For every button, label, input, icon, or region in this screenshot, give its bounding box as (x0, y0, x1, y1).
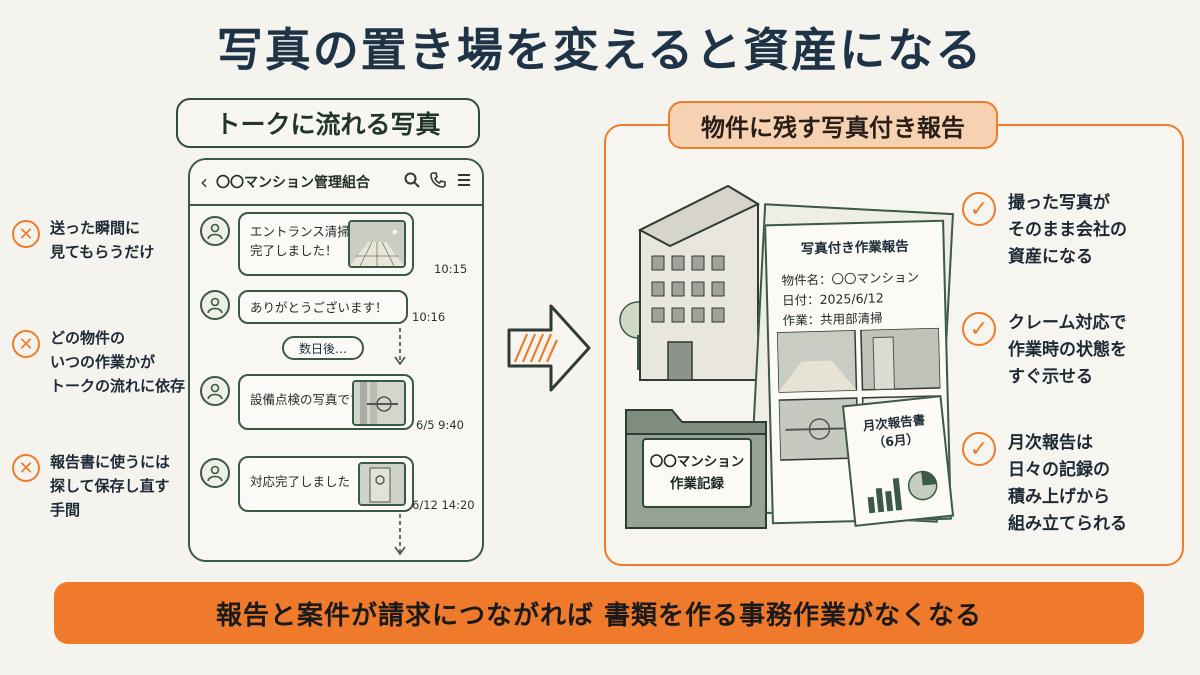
check-icon: ✓ (962, 192, 996, 226)
down-arrow-icon (394, 328, 406, 366)
search-icon[interactable] (404, 172, 420, 192)
cross-icon: ✕ (12, 454, 40, 482)
bubble-line: エントランス清掃 (250, 224, 350, 239)
bubble-line: 対応完了しました (250, 474, 351, 489)
benefit-item-3: ✓ 月次報告は 日々の記録の 積み上げから 組み立てられる (962, 430, 1127, 538)
message-time: 6/5 9:40 (416, 418, 464, 432)
cross-icon: ✕ (12, 330, 40, 358)
report-line: 日付：2025/6/12 (781, 290, 884, 308)
down-arrow-icon (394, 514, 406, 556)
benefit-line: 日々の記録の (1008, 460, 1110, 480)
problem-item-3: ✕ 報告書に使うには 探して保存し直す 手間 (12, 450, 170, 522)
benefit-text: 月次報告は 日々の記録の 積み上げから 組み立てられる (1008, 430, 1127, 538)
bubble-line: ありがとうございます！ (250, 300, 388, 315)
avatar (200, 290, 230, 320)
chat-header: ‹ 〇〇マンション管理組合 (190, 160, 482, 206)
benefit-line: 積み上げから (1008, 487, 1110, 507)
bar-pie-chart-icon (867, 470, 938, 514)
left-section-header: トークに流れる写真 (176, 98, 480, 148)
problem-line: 見てもらうだけ (50, 243, 155, 261)
folder-label-line: 作業記録 (670, 476, 724, 492)
benefit-line: 作業時の状態を (1008, 340, 1127, 360)
photo-thumbnail[interactable] (358, 462, 406, 506)
problem-text: どの物件の いつの作業かが トークの流れに依存 (50, 326, 185, 398)
benefit-line: すぐ示せる (1008, 367, 1093, 387)
problem-line: 探して保存し直す (50, 477, 170, 495)
problem-line: トークの流れに依存 (50, 377, 186, 395)
building-icon (619, 184, 761, 381)
benefit-item-1: ✓ 撮った写真が そのまま会社の 資産になる (962, 190, 1127, 271)
photo-thumbnail[interactable]: ✦ (348, 220, 406, 268)
benefit-line: 撮った写真が (1008, 193, 1110, 213)
benefit-line: 組み立てられる (1008, 514, 1127, 534)
svg-text:✦: ✦ (390, 226, 399, 239)
report-title: 写真付き作業報告 (800, 238, 909, 258)
problem-line: 報告書に使うには (50, 453, 171, 471)
chat-bubble: ありがとうございます！ (238, 290, 408, 324)
monthly-report-title: 月次報告書 （6月） (845, 409, 944, 455)
report-line: 作業：共用部清掃 (782, 310, 883, 328)
avatar (200, 458, 230, 488)
benefit-text: クレーム対応で 作業時の状態を すぐ示せる (1008, 310, 1127, 391)
bottom-banner: 報告と案件が請求につながれば 書類を作る事務作業がなくなる (54, 582, 1144, 644)
problem-text: 送った瞬間に 見てもらうだけ (50, 216, 154, 264)
cross-icon: ✕ (12, 220, 40, 248)
report-line: 物件名：〇〇マンション (781, 269, 920, 288)
menu-icon[interactable] (456, 172, 472, 192)
benefit-line: 資産になる (1008, 247, 1093, 267)
problem-item-2: ✕ どの物件の いつの作業かが トークの流れに依存 (12, 326, 185, 398)
chat-phone-mockup: ‹ 〇〇マンション管理組合 エントランス清掃 完了しました！ ✦ 10:15 あ… (188, 158, 484, 562)
page-title: 写真の置き場を変えると資産になる (216, 23, 984, 77)
bubble-line: 設備点検の写真です (250, 392, 363, 407)
problem-line: 手間 (50, 501, 81, 519)
back-icon[interactable]: ‹ (200, 170, 208, 194)
problem-line: 送った瞬間に (50, 219, 141, 237)
message-time: 10:15 (434, 262, 468, 276)
chat-title: 〇〇マンション管理組合 (216, 175, 370, 191)
message-time: 10:16 (412, 310, 446, 324)
benefit-text: 撮った写真が そのまま会社の 資産になる (1008, 190, 1127, 271)
problem-text: 報告書に使うには 探して保存し直す 手間 (50, 450, 170, 522)
message-time: 6/12 14:20 (412, 498, 475, 512)
photo-thumbnail[interactable] (352, 380, 406, 426)
problem-line: どの物件の (50, 329, 126, 347)
monthly-report-document: 月次報告書 （6月） (841, 395, 955, 527)
transition-arrow-icon (507, 304, 591, 392)
benefit-line: 月次報告は (1008, 433, 1093, 453)
problem-line: いつの作業かが (50, 353, 156, 371)
avatar (200, 376, 230, 406)
check-icon: ✓ (962, 432, 996, 466)
avatar (200, 216, 230, 246)
phone-icon[interactable] (430, 172, 446, 192)
benefit-item-2: ✓ クレーム対応で 作業時の状態を すぐ示せる (962, 310, 1127, 391)
right-section-header: 物件に残す写真付き報告 (668, 101, 998, 149)
folder-label-line: 〇〇マンション (649, 454, 745, 470)
benefit-line: そのまま会社の (1008, 220, 1127, 240)
folder-label: 〇〇マンション 作業記録 (642, 438, 752, 508)
problem-item-1: ✕ 送った瞬間に 見てもらうだけ (12, 216, 154, 264)
check-icon: ✓ (962, 312, 996, 346)
days-later-divider: 数日後… (282, 336, 364, 360)
bubble-line: 完了しました！ (250, 243, 338, 258)
benefit-line: クレーム対応で (1008, 313, 1127, 333)
